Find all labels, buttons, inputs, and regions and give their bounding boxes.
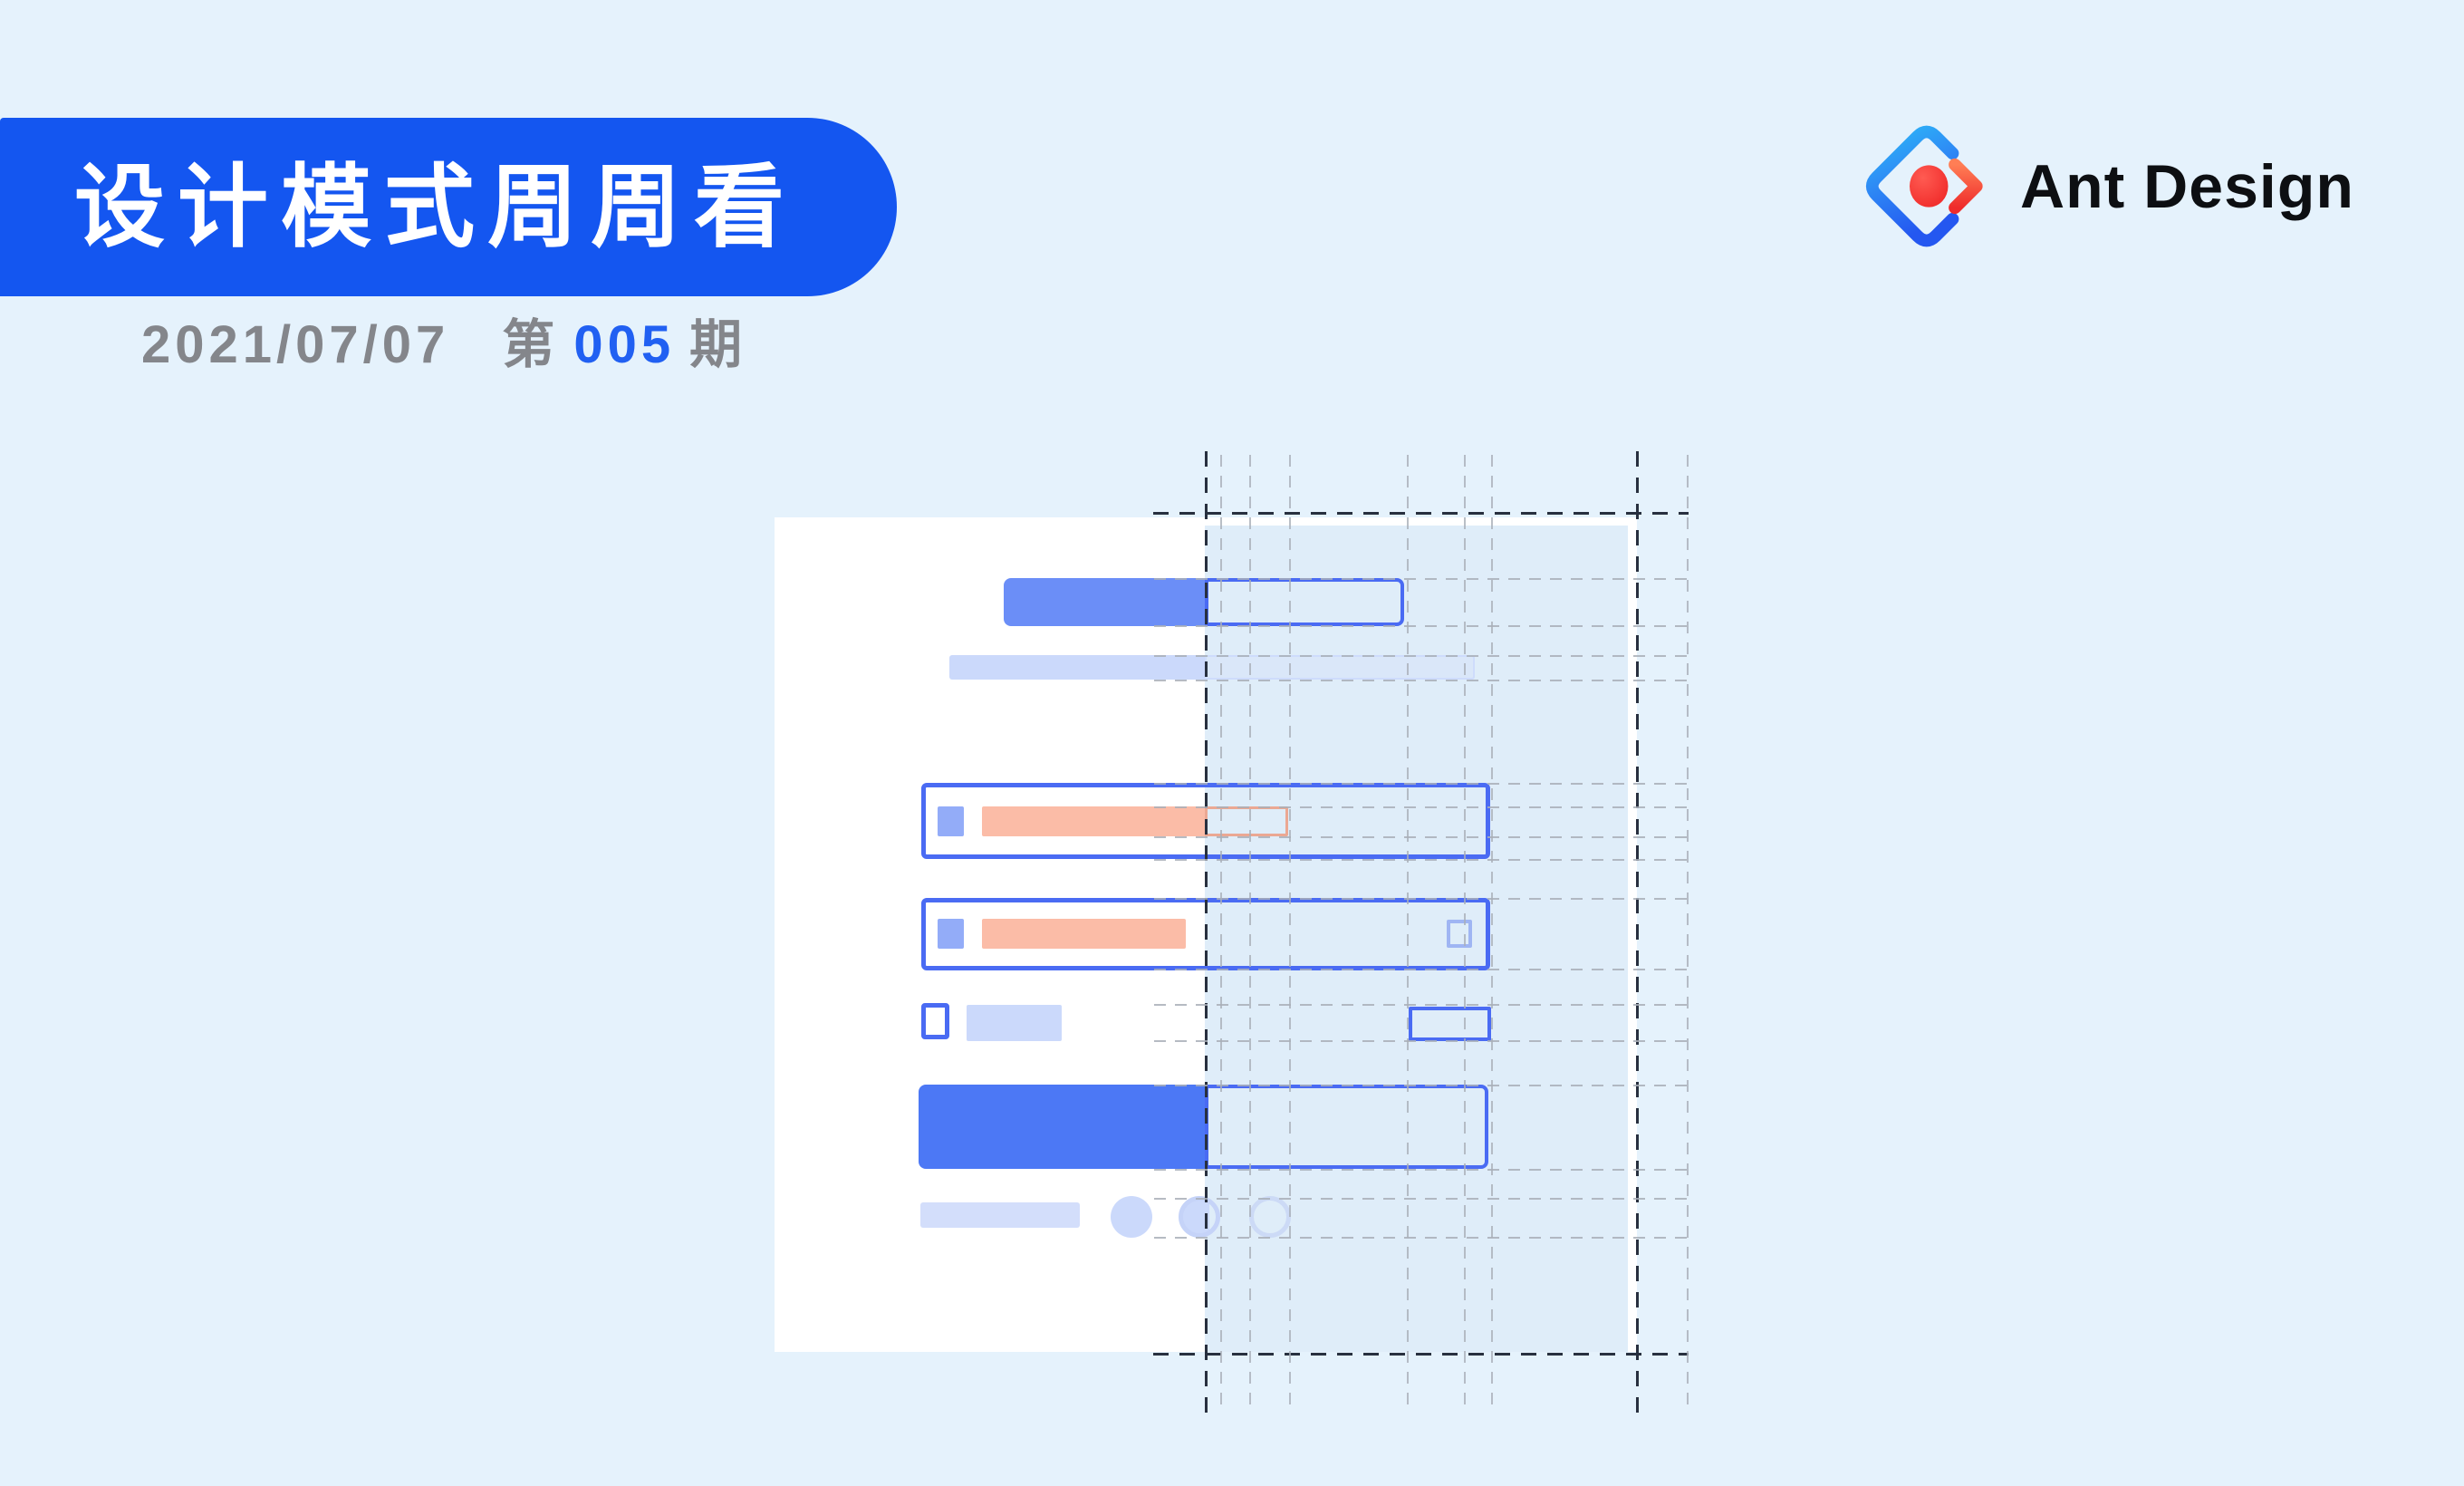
wireframe-input-1-text-bar-outline [1205, 806, 1288, 836]
wireframe-title-bar-solid [1004, 578, 1205, 626]
ant-design-logo: Ant Design [1864, 116, 2354, 256]
wireframe-title-bar-outline [1205, 578, 1404, 626]
wireframe-footer-circle-2 [1179, 1196, 1220, 1238]
wireframe-footer-circle-1 [1111, 1196, 1152, 1238]
wireframe-input-1-icon-square [938, 806, 964, 836]
ant-design-logo-icon [1864, 116, 2000, 256]
banner: 设计模式周周看 [0, 118, 897, 296]
wireframe-submit-button-outline [1205, 1085, 1488, 1169]
wireframe-input-1-text-bar-solid [982, 806, 1205, 836]
wireframe-subtitle-bar-faint [1205, 655, 1475, 680]
wireframe-submit-button-solid [919, 1085, 1205, 1169]
wireframe-input-2-text-bar [982, 919, 1186, 949]
wireframe-input-2-suffix-square [1447, 920, 1472, 948]
wireframe-checkbox [921, 1003, 949, 1039]
issue-suffix: 期 [689, 315, 747, 374]
wireframe-link-rect [1409, 1007, 1491, 1041]
issue-date: 2021/07/07 [141, 315, 450, 374]
spec-boundary-line-horizontal [1153, 512, 1689, 515]
issue-number: 005 [573, 315, 676, 374]
banner-title: 设计模式周周看 [74, 156, 797, 258]
wireframe-footer-bar [920, 1202, 1080, 1228]
logo-text: Ant Design [2020, 151, 2354, 221]
spec-boundary-line-horizontal [1153, 1353, 1689, 1356]
grid-line-vertical [1687, 455, 1689, 1412]
wireframe-footer-circle-3 [1249, 1196, 1291, 1238]
issue-prefix: 第 [502, 315, 560, 374]
wireframe-input-2-icon-square [938, 919, 964, 949]
wireframe-checkbox-label-bar [967, 1005, 1062, 1041]
wireframe-subtitle-bar-solid [949, 655, 1205, 680]
